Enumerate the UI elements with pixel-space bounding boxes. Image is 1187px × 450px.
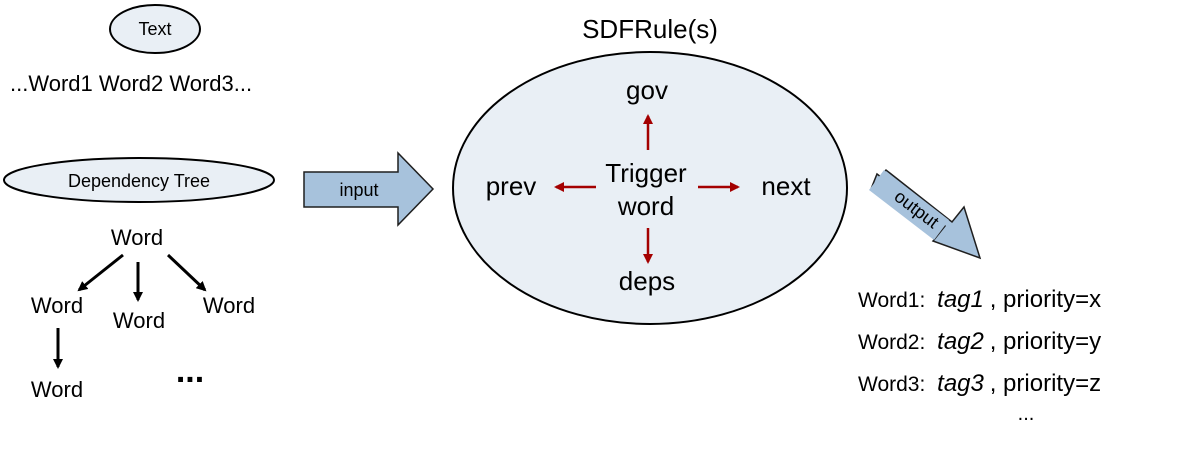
output-ellipsis: ...	[1018, 403, 1035, 425]
input-arrow: input	[303, 151, 435, 227]
rule-oval	[452, 51, 848, 325]
output-row-rest: , priority=y	[990, 328, 1101, 355]
rule-title: SDFRule(s)	[582, 14, 718, 44]
output-row-tag: tag3	[937, 370, 984, 397]
tree-edge-right	[166, 253, 207, 292]
output-arrow: output	[869, 168, 982, 260]
output-row-word: Word3:	[858, 373, 925, 396]
dependency-tree-oval	[3, 157, 275, 203]
output-row: Word2: tag2 , priority=y	[858, 328, 1101, 355]
output-row: Word3: tag3 , priority=z	[858, 370, 1101, 397]
rule-deps: deps	[619, 266, 675, 296]
output-row-word: Word1:	[858, 289, 925, 312]
rule-prev: prev	[486, 171, 537, 201]
dependency-tree-label: Dependency Tree	[68, 171, 210, 191]
tree-ellipsis: ...	[176, 352, 204, 390]
dependency-tree: Dependency Tree Word Word Word Word Word…	[3, 157, 275, 402]
tree-edge-left	[77, 253, 124, 292]
output-row-rest: , priority=z	[990, 370, 1101, 397]
output-row-tag: tag2	[937, 328, 984, 355]
svg-text:Word1: tag1 ,: Word1: tag1 , priority=x	[858, 286, 1101, 313]
tree-child-middle-word: Word	[113, 308, 165, 333]
trigger-word-line2: word	[617, 191, 674, 221]
output-row: Word1: tag1 , priority=x	[858, 286, 1101, 313]
tree-grandchild-word: Word	[31, 377, 83, 402]
tree-child-left-word: Word	[31, 293, 83, 318]
output-row-word: Word2:	[858, 331, 925, 354]
rule-block: SDFRule(s) gov prev next deps Trigger wo…	[452, 14, 848, 325]
input-arrow-label: input	[339, 180, 378, 200]
output-row-rest: , priority=x	[990, 286, 1101, 313]
output-list: Word1: tag1 , priority=x Word2: tag2 , p…	[858, 286, 1101, 425]
output-row-tag: tag1	[937, 286, 984, 313]
rule-next: next	[761, 171, 811, 201]
svg-text:Word3: tag3 ,: Word3: tag3 , priority=z	[858, 370, 1101, 397]
text-oval-label: Text	[138, 19, 171, 39]
text-block: Text ...Word1 Word2 Word3...	[10, 4, 252, 96]
output-arrow-body	[869, 170, 949, 240]
tree-root-word: Word	[111, 225, 163, 250]
input-arrow-shape	[303, 151, 435, 227]
text-oval	[109, 4, 201, 54]
word-sequence: ...Word1 Word2 Word3...	[10, 71, 252, 96]
svg-text:Word2: tag2 ,: Word2: tag2 , priority=y	[858, 328, 1101, 355]
tree-child-right-word: Word	[203, 293, 255, 318]
rule-gov: gov	[626, 75, 668, 105]
trigger-word-line1: Trigger	[605, 158, 687, 188]
